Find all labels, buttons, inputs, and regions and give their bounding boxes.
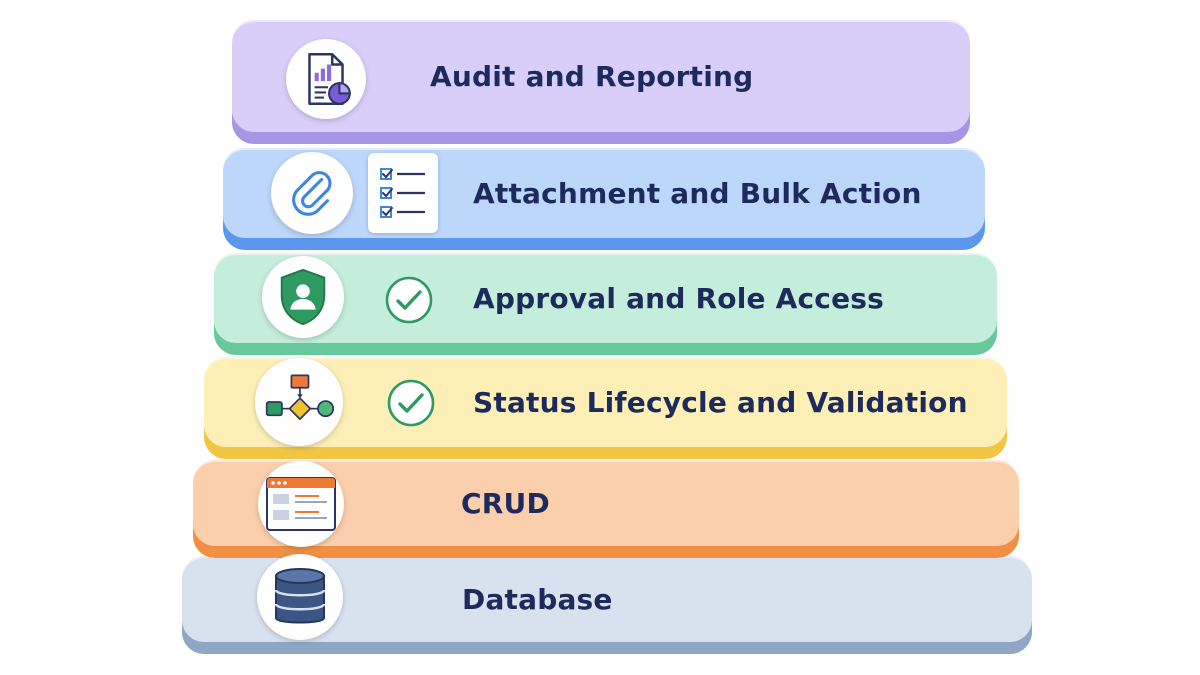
- layer-label: CRUD: [461, 486, 550, 520]
- layer-label: Status Lifecycle and Validation: [473, 385, 968, 419]
- layer-label: Attachment and Bulk Action: [473, 176, 922, 210]
- checklist-icon: [368, 153, 438, 233]
- layer-label: Approval and Role Access: [473, 281, 885, 315]
- user-shield-icon: [262, 256, 344, 338]
- database-icon: [257, 554, 343, 640]
- paperclip-icon: [271, 152, 353, 234]
- report-chart-icon: [286, 39, 366, 119]
- layer-approval: Approval and Role Access: [214, 253, 997, 355]
- layer-label: Database: [462, 582, 613, 616]
- layer-label: Audit and Reporting: [430, 59, 754, 93]
- check-circle-icon: [384, 275, 434, 325]
- flowchart-icon: [255, 358, 343, 446]
- check-circle-icon: [386, 378, 436, 428]
- app-window-icon: [258, 461, 344, 547]
